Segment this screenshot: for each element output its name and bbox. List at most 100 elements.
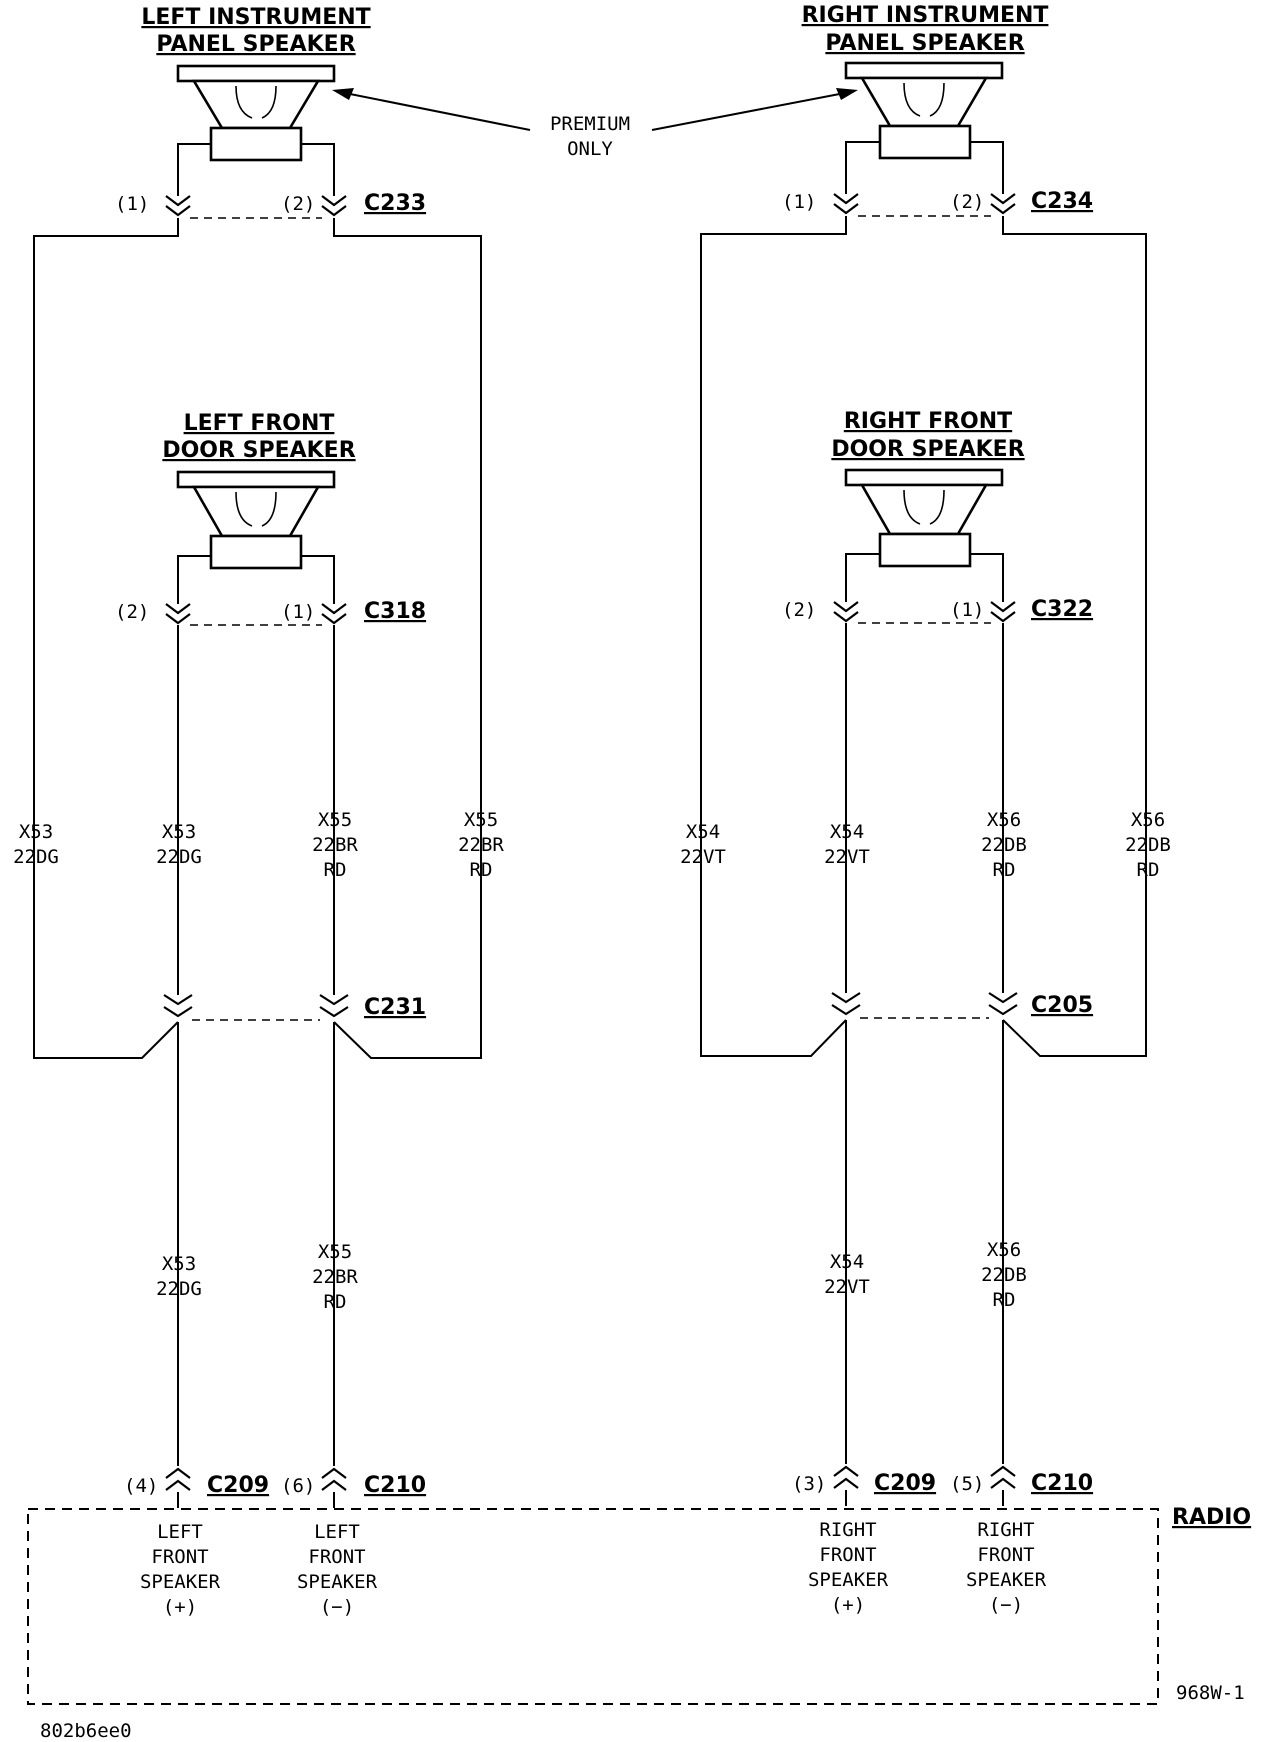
wire-label: X54 <box>830 821 864 843</box>
connector-id-c231: C231 <box>364 995 426 1020</box>
wire-label: 22DG <box>13 846 59 868</box>
left-circuit-wires <box>33 143 482 1508</box>
connector-id-c209: C209 <box>207 1473 269 1498</box>
premium-note-line-1: PREMIUM <box>550 113 630 135</box>
wire-label: X56 <box>987 1239 1021 1261</box>
radio-outline <box>27 1508 1159 1705</box>
connector-c210-right: (5) C210 <box>950 1465 1093 1496</box>
left-door-speaker-title-2: DOOR SPEAKER <box>162 438 355 463</box>
connector-c234: (1) (2) C234 <box>782 189 1093 217</box>
terminal-label-line: LEFT <box>157 1521 203 1543</box>
connector-c210-left: (6) C210 <box>281 1467 426 1498</box>
terminal-label-line: (−) <box>320 1596 354 1618</box>
pin-label: (4) <box>124 1475 158 1497</box>
speaker-icon <box>844 468 1004 568</box>
wire-label: RD <box>470 859 493 881</box>
pin-label: (2) <box>782 599 816 621</box>
wire-label: X53 <box>162 1253 196 1275</box>
wire-label: X55 <box>464 809 498 831</box>
pin-label: (1) <box>782 191 816 213</box>
connector-c209-left: (4) C209 <box>124 1467 269 1498</box>
speaker-icon <box>844 61 1004 160</box>
connector-id-c210: C210 <box>364 1473 426 1498</box>
wire-label: X55 <box>318 1241 352 1263</box>
radio-terminal-left-neg: LEFT FRONT SPEAKER (−) <box>297 1521 378 1618</box>
connector-c322: (2) (1) C322 <box>782 597 1093 624</box>
wire-label: RD <box>1137 859 1160 881</box>
pin-label: (1) <box>950 599 984 621</box>
wire-label: 22DB <box>981 834 1027 856</box>
connector-c318: (2) (1) C318 <box>115 599 426 626</box>
wire-labels-upper: X53 22DG X53 22DG X55 22BR RD X55 22BR R… <box>13 809 1171 881</box>
wire-label: X55 <box>318 809 352 831</box>
wire-label: 22VT <box>824 1276 870 1298</box>
wire-label: 22VT <box>680 846 726 868</box>
pin-label: (1) <box>281 601 315 623</box>
wire-labels-lower: X53 22DG X55 22BR RD X54 22VT X56 22DB R… <box>156 1239 1027 1313</box>
wire-label: RD <box>993 1289 1016 1311</box>
right-ip-speaker-title-1: RIGHT INSTRUMENT <box>802 3 1049 28</box>
wire-label: RD <box>324 1291 347 1313</box>
wire-label: X53 <box>19 821 53 843</box>
connector-id-c234: C234 <box>1031 189 1093 214</box>
terminal-label-line: FRONT <box>308 1546 365 1568</box>
radio-terminal-right-neg: RIGHT FRONT SPEAKER (−) <box>966 1519 1047 1616</box>
right-door-speaker-title-1: RIGHT FRONT <box>844 409 1012 434</box>
connector-id-c318: C318 <box>364 599 426 624</box>
premium-note-line-2: ONLY <box>567 138 613 160</box>
wire-label: 22BR <box>312 1266 358 1288</box>
right-front-door-speaker: RIGHT FRONT DOOR SPEAKER <box>831 409 1025 568</box>
terminal-label-line: FRONT <box>819 1544 876 1566</box>
wire-label: RD <box>993 859 1016 881</box>
pin-label: (3) <box>792 1473 826 1495</box>
connector-id-c209: C209 <box>874 1471 936 1496</box>
connector-id-c210: C210 <box>1031 1471 1093 1496</box>
left-ip-speaker-title-2: PANEL SPEAKER <box>156 32 355 57</box>
right-door-speaker-title-2: DOOR SPEAKER <box>831 437 1024 462</box>
connector-id-c322: C322 <box>1031 597 1093 622</box>
wire-label: 22DG <box>156 846 202 868</box>
wire-label: X54 <box>830 1251 864 1273</box>
terminal-label-line: SPEAKER <box>966 1569 1047 1591</box>
wire-label: 22BR <box>458 834 504 856</box>
speaker-icon <box>176 64 336 162</box>
right-circuit-wires <box>700 141 1147 1506</box>
terminal-label-line: SPEAKER <box>808 1569 889 1591</box>
connector-id-c233: C233 <box>364 191 426 216</box>
wire-label: 22DB <box>1125 834 1171 856</box>
wire-label: 22DB <box>981 1264 1027 1286</box>
pin-label: (2) <box>281 193 315 215</box>
connector-c231: C231 <box>163 994 426 1021</box>
pin-label: (2) <box>950 191 984 213</box>
connector-id-c205: C205 <box>1031 993 1093 1018</box>
radio-terminal-right-pos: RIGHT FRONT SPEAKER (+) <box>808 1519 889 1616</box>
pin-label: (6) <box>281 1475 315 1497</box>
left-front-door-speaker: LEFT FRONT DOOR SPEAKER <box>162 411 356 570</box>
terminal-label-line: FRONT <box>151 1546 208 1568</box>
terminal-label-line: SPEAKER <box>297 1571 378 1593</box>
wire-label: RD <box>324 859 347 881</box>
figure-id: 968W-1 <box>1176 1682 1245 1704</box>
radio-terminal-left-pos: LEFT FRONT SPEAKER (+) <box>140 1521 221 1618</box>
radio-module: RADIO LEFT FRONT SPEAKER (+) LEFT FRONT … <box>27 1505 1251 1705</box>
terminal-label-line: SPEAKER <box>140 1571 221 1593</box>
terminal-label-line: (+) <box>163 1596 197 1618</box>
wire-label: X56 <box>1131 809 1165 831</box>
pin-label: (5) <box>950 1473 984 1495</box>
terminal-label-line: LEFT <box>314 1521 360 1543</box>
wire-label: 22DG <box>156 1278 202 1300</box>
premium-only-note: PREMIUM ONLY <box>332 88 858 160</box>
right-instrument-panel-speaker: RIGHT INSTRUMENT PANEL SPEAKER <box>802 3 1049 160</box>
left-door-speaker-title-1: LEFT FRONT <box>184 411 335 436</box>
wire-label: X54 <box>686 821 720 843</box>
terminal-label-line: RIGHT <box>819 1519 876 1541</box>
speaker-icon <box>176 470 336 570</box>
wire-label: X53 <box>162 821 196 843</box>
terminal-label-line: RIGHT <box>977 1519 1034 1541</box>
pin-label: (1) <box>115 193 149 215</box>
pin-label: (2) <box>115 601 149 623</box>
right-ip-speaker-title-2: PANEL SPEAKER <box>825 31 1024 56</box>
connector-c205: C205 <box>831 992 1093 1019</box>
image-code: 802b6ee0 <box>40 1720 132 1742</box>
left-instrument-panel-speaker: LEFT INSTRUMENT PANEL SPEAKER <box>141 5 371 162</box>
